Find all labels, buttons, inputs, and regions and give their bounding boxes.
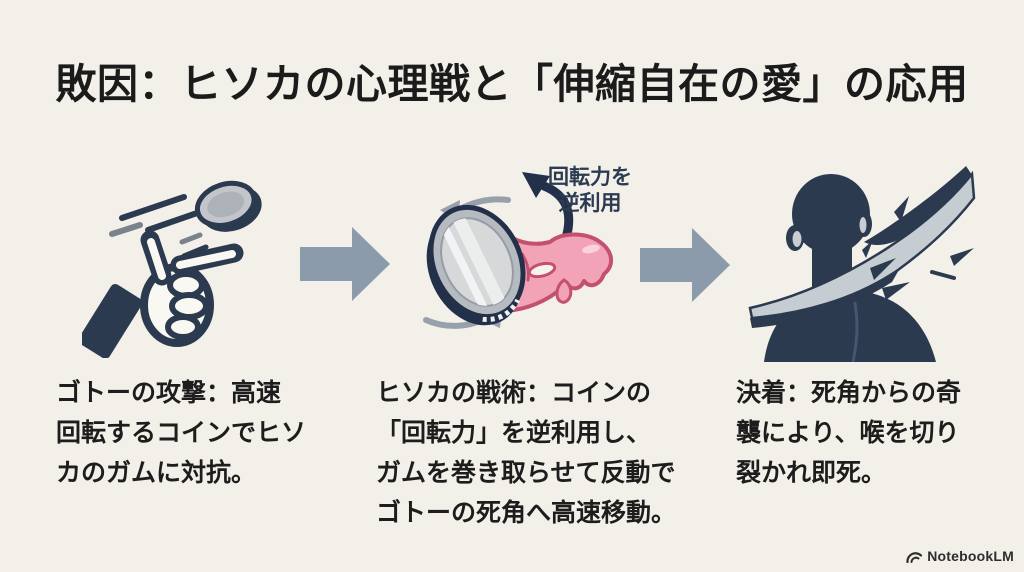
flow-arrow-icon: [300, 225, 392, 303]
coin-wrapped-in-bungee-gum-icon: [398, 162, 633, 367]
notebooklm-logo-icon: [906, 551, 923, 563]
hand-flicking-coin-icon: [82, 148, 302, 358]
caption-line: 裂かれ即死。: [736, 459, 887, 487]
watermark-label: NotebookLM: [927, 548, 1014, 564]
rotation-reversal-annotation: 回転力を 逆利用: [540, 165, 640, 217]
annotation-line: 回転力を: [548, 166, 632, 189]
caption-line: ゴトーの死角へ高速移動。: [376, 499, 677, 527]
watermark: NotebookLM: [906, 548, 1014, 564]
caption-line: ゴトーの攻撃：高速: [56, 379, 282, 407]
caption-line: 「回転力」を逆利用し、: [376, 419, 652, 447]
caption-line: 回転するコインでヒソ: [56, 419, 307, 447]
caption-line: 決着：死角からの奇: [736, 379, 962, 407]
head-silhouette-neck-slash-icon: [742, 150, 977, 362]
annotation-line: 逆利用: [558, 192, 622, 215]
caption-line: ヒソカの戦術：コインの: [376, 379, 652, 407]
caption-line: 襲により、喉を切り: [736, 419, 960, 447]
caption-line: カのガムに対抗。: [56, 459, 257, 487]
step2-caption: ヒソカの戦術：コインの 「回転力」を逆利用し、 ガムを巻き取らせて反動で ゴトー…: [376, 373, 676, 533]
flow-arrow-icon: [640, 226, 732, 304]
caption-line: ガムを巻き取らせて反動で: [376, 459, 676, 487]
page-title: 敗因：ヒソカの心理戦と「伸縮自在の愛」の応用: [55, 61, 969, 107]
step1-caption: ゴトーの攻撃：高速 回転するコインでヒソ カのガムに対抗。: [56, 373, 306, 493]
step3-caption: 決着：死角からの奇 襲により、喉を切り 裂かれ即死。: [736, 373, 961, 493]
